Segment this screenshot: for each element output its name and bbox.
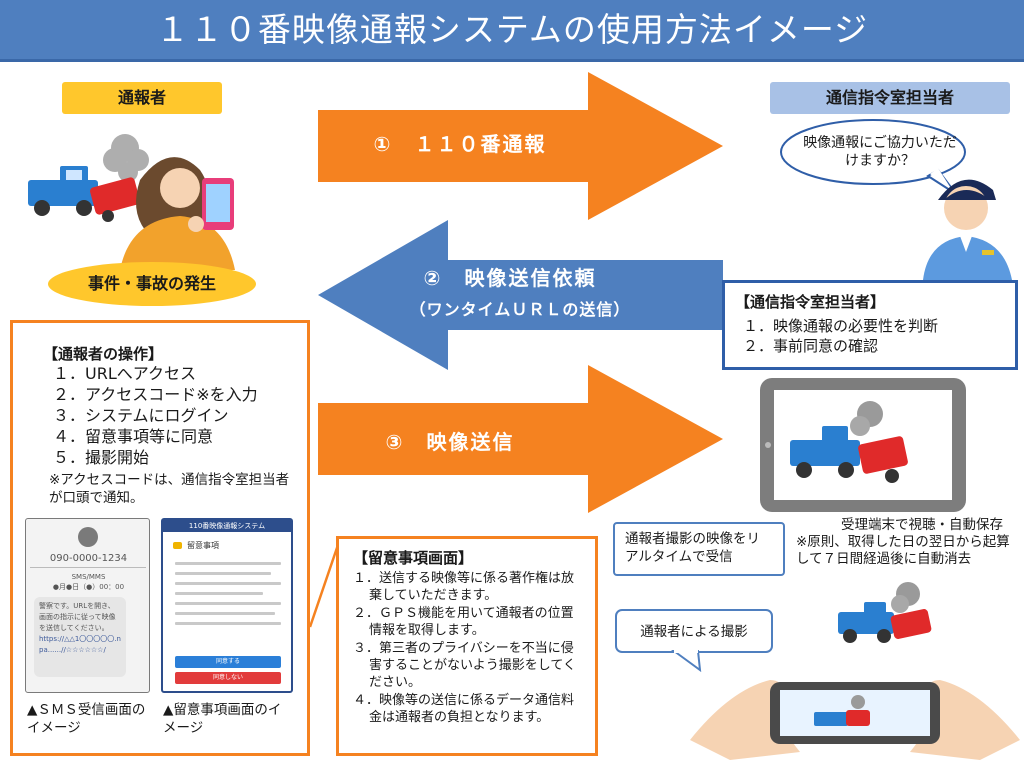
agree-button[interactable]: 同意する — [175, 656, 281, 668]
sms-phone-mockup: 090-0000-1234 SMS/MMS ●月●日（●）00：00 警察です。… — [25, 518, 150, 693]
step2-sublabel: （ワンタイムＵＲＬの送信） — [409, 300, 631, 319]
speech-bubble-text: 映像通報にご協力いただけますか？ — [803, 135, 957, 169]
sms-message-bubble: 警察です。URLを開き、画面の指示に従って映像を送信してください。 https:… — [34, 597, 126, 677]
notice-box-title: 【留意事項画面】 — [353, 549, 474, 567]
notice-item: ３．第三者のプライバシーを不当に侵害することがないよう撮影をしてください。 — [353, 641, 576, 690]
connector-line — [310, 538, 342, 628]
disagree-button[interactable]: 同意しない — [175, 672, 281, 684]
notice-phone-mockup: 110番映像通報システム 留意事項 同意する 同意しない — [161, 518, 293, 693]
sms-label: SMS/MMS — [71, 573, 106, 581]
dispatcher-item: １．映像通報の必要性を判断 — [743, 317, 939, 335]
dispatcher-label: 通信指令室担当者 — [770, 82, 1010, 114]
reporter-illustration — [28, 134, 235, 270]
reporter-label: 通報者 — [62, 82, 222, 114]
smoke-icon — [103, 134, 149, 182]
sms-phone-number: 090-0000-1234 — [49, 553, 128, 564]
step3-arrow — [318, 365, 723, 513]
speech-icon — [173, 542, 182, 549]
sms-body: 警察です。URLを開き、画面の指示に従って映像を送信してください。 — [39, 602, 116, 632]
notice-caption: ▲留意事項画面のイメージ — [163, 702, 282, 736]
notice-item: ４．映像等の送信に係るデータ通信料金は通報者の負担となります。 — [353, 693, 575, 725]
step2-arrow — [318, 220, 723, 370]
notice-phone-title: 留意事項 — [187, 541, 219, 550]
receive-callout: 通報者撮影の映像をリアルタイムで受信 — [613, 522, 785, 576]
sms-caption: ▲ＳＭＳ受信画面のイメージ — [27, 702, 146, 736]
step1-label: ① １１０番通報 — [373, 132, 547, 156]
phone-screen-crash-icon — [814, 695, 870, 726]
notice-box-list: １．送信する映像等に係る著作権は放棄していただきます。 ２．ＧＰＳ機能を用いて通… — [353, 570, 585, 726]
filming-crash-illustration — [838, 582, 932, 643]
reporter-ops-item: ３．システムにログイン — [53, 406, 229, 425]
reporter-ops-box: 【通報者の操作】 １．URLへアクセス ２．アクセスコード※を入力 ３．システム… — [10, 320, 310, 756]
text-line — [175, 572, 271, 575]
text-line — [175, 562, 281, 565]
text-line — [175, 622, 281, 625]
reporter-ops-item: ２．アクセスコード※を入力 — [53, 385, 258, 404]
officer-icon — [923, 179, 1012, 280]
dispatcher-item: ２．事前同意の確認 — [743, 337, 879, 355]
step2-label: ② 映像送信依頼 — [423, 266, 597, 290]
terminal-note-line1: 受理端末で視聴・自動保存 — [841, 517, 1003, 533]
text-line — [175, 592, 263, 595]
text-line — [175, 602, 281, 605]
step3-label: ③ 映像送信 — [385, 430, 515, 454]
dispatcher-box-list: １．映像通報の必要性を判断 ２．事前同意の確認 — [735, 316, 1005, 356]
incident-label: 事件・事故の発生 — [48, 262, 256, 306]
sms-divider — [30, 567, 146, 568]
notice-phone-header: 110番映像通報システム — [163, 520, 291, 532]
reporter-ops-title: 【通報者の操作】 — [43, 345, 164, 363]
tablet-crash-icon — [790, 401, 908, 483]
sms-time: ●月●日（●）00：00 — [52, 583, 125, 591]
text-line — [175, 612, 275, 615]
truck-icon — [28, 166, 98, 216]
sms-link[interactable]: https://△△1〇〇〇〇〇.npa......//☆☆☆☆☆☆/ — [39, 635, 121, 654]
filming-callout-shape — [615, 609, 773, 672]
officer-illustration — [923, 179, 1012, 280]
filming-callout-text: 通報者による撮影 — [640, 624, 748, 640]
reporter-ops-item: １．URLへアクセス — [53, 364, 196, 383]
dispatcher-box-title: 【通信指令室担当者】 — [735, 293, 886, 311]
car-icon — [90, 177, 140, 222]
speech-bubble — [780, 119, 966, 195]
notice-box: 【留意事項画面】 １．送信する映像等に係る著作権は放棄していただきます。 ２．Ｇ… — [336, 536, 598, 756]
dispatcher-box: 【通信指令室担当者】 １．映像通報の必要性を判断 ２．事前同意の確認 — [722, 280, 1018, 370]
terminal-note-line2: ※原則、取得した日の翌日から起算して７日間経過後に自動消去 — [796, 534, 1010, 567]
reporter-ops-list: １．URLへアクセス ２．アクセスコード※を入力 ３．システムにログイン ４．留… — [53, 363, 258, 468]
reporter-ops-item: ５．撮影開始 — [53, 448, 150, 467]
text-line — [175, 582, 281, 585]
reporter-ops-note: ※アクセスコードは、通信指令室担当者が口頭で通知。 — [49, 472, 290, 506]
phone-icon — [202, 178, 234, 230]
crash-icon — [838, 582, 932, 643]
hands-phone-illustration — [690, 680, 1020, 760]
contact-avatar-icon — [78, 527, 98, 547]
reporter-ops-item: ４．留意事項等に同意 — [53, 427, 214, 446]
notice-item: １．送信する映像等に係る著作権は放棄していただきます。 — [353, 571, 575, 603]
title-bar: １１０番映像通報システムの使用方法イメージ — [0, 0, 1024, 62]
page-title: １１０番映像通報システムの使用方法イメージ — [155, 10, 869, 49]
step1-arrow — [318, 72, 723, 220]
notice-item: ２．ＧＰＳ機能を用いて通報者の位置情報を取得します。 — [353, 606, 574, 638]
tablet-illustration — [760, 378, 966, 512]
